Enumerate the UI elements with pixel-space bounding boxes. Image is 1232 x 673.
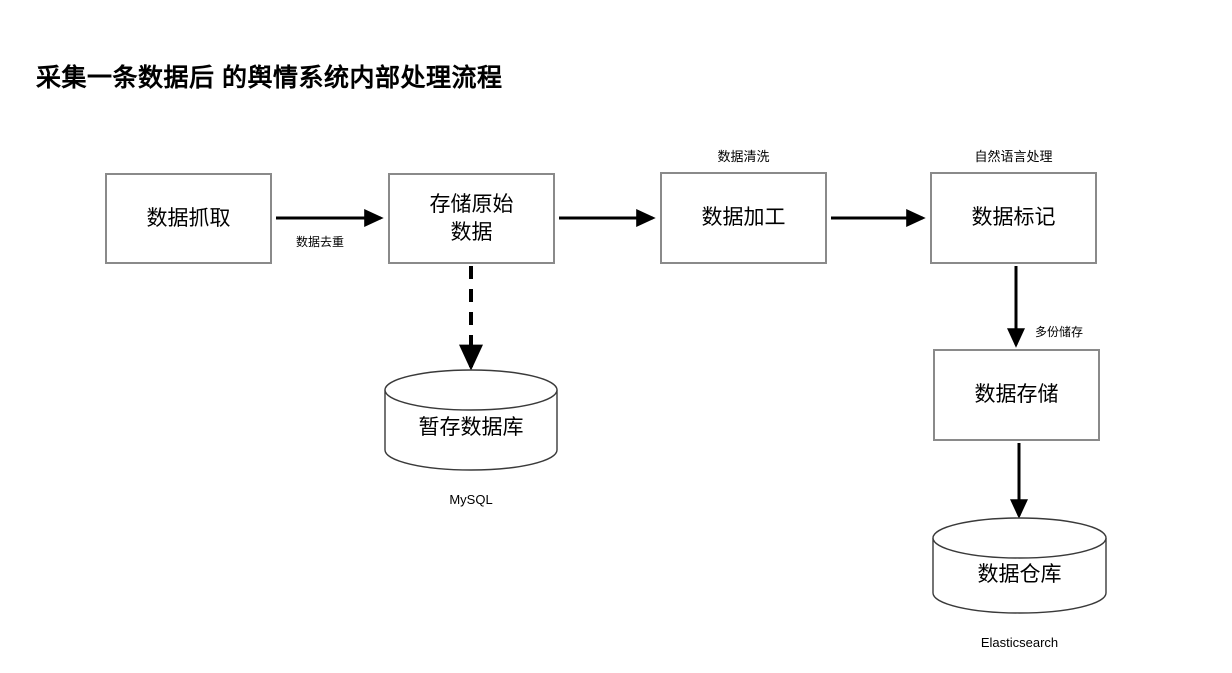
cylinder-temp-db-label: 暂存数据库 (418, 416, 524, 439)
caption-nlp: 自然语言处理 (974, 149, 1053, 164)
cylinder-warehouse-label: 数据仓库 (977, 563, 1062, 586)
page-title: 采集一条数据后 的舆情系统内部处理流程 (36, 64, 503, 92)
caption-elasticsearch: Elasticsearch (980, 635, 1059, 650)
node-store-raw-data[interactable]: 存储原始 数据 (388, 173, 555, 264)
node-label: 数据加工 (701, 206, 786, 230)
caption-data-cleaning: 数据清洗 (717, 149, 770, 164)
caption-mysql: MySQL (449, 492, 493, 507)
edge-label-dedup: 数据去重 (296, 235, 345, 249)
node-data-tagging[interactable]: 数据标记 (930, 172, 1097, 264)
edge-label-multi-copy-storage: 多份储存 (1035, 325, 1084, 339)
node-label: 数据存储 (974, 383, 1059, 407)
node-data-processing[interactable]: 数据加工 (660, 172, 827, 264)
node-label: 存储原始 数据 (429, 192, 514, 244)
node-label: 数据抓取 (146, 206, 231, 230)
node-data-storage[interactable]: 数据存储 (933, 349, 1100, 441)
node-data-capture[interactable]: 数据抓取 (105, 173, 272, 264)
node-label: 数据标记 (971, 206, 1056, 230)
